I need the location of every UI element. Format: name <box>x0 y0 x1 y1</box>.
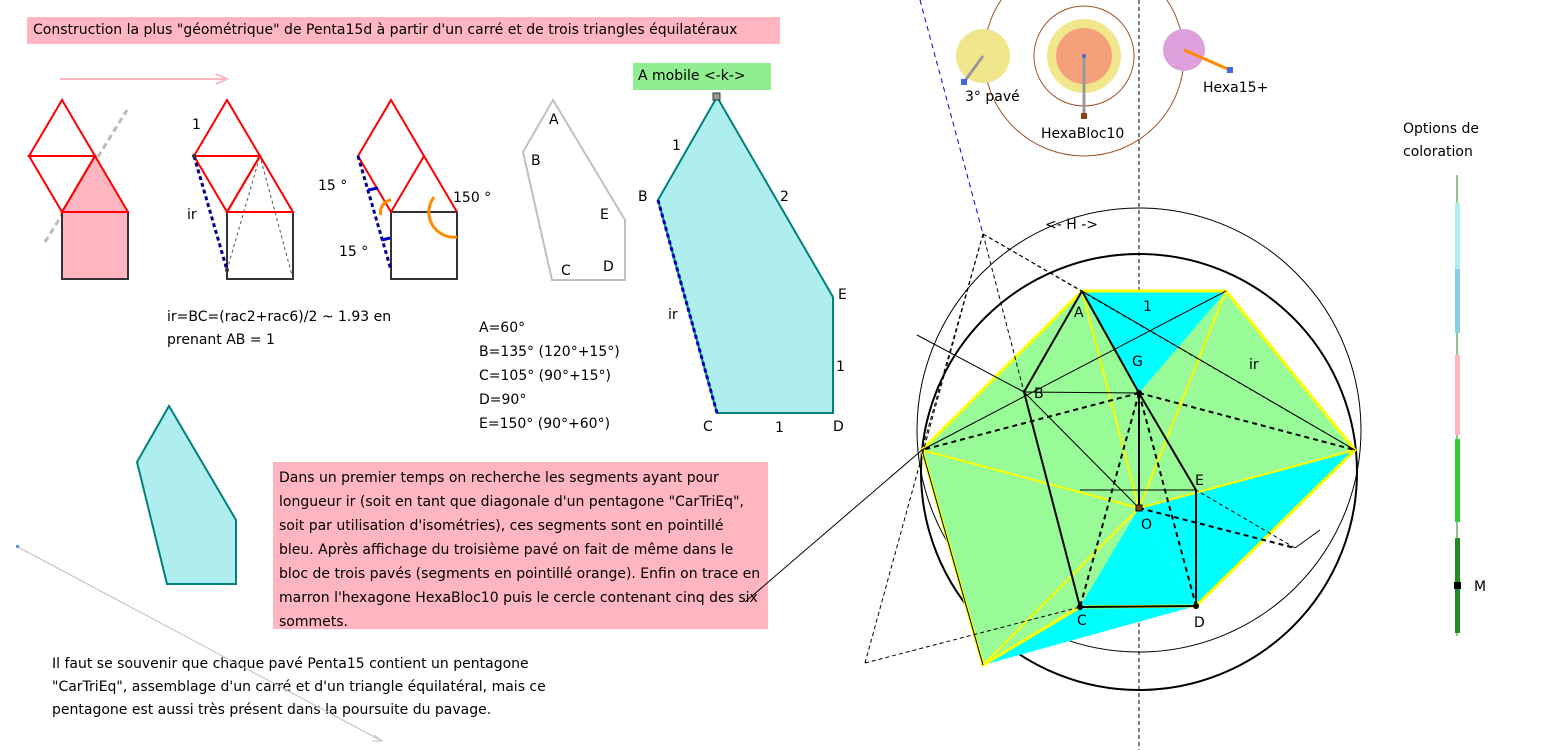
label-150deg: 150 ° <box>453 190 491 206</box>
label-c-main: C <box>1077 613 1087 629</box>
label-m: M <box>1474 579 1486 595</box>
formula-line1: ir=BC=(rac2+rac6)/2 ~ 1.93 en <box>167 309 392 325</box>
pentagon-shape-icon <box>521 98 626 281</box>
label-one-main: 1 <box>1143 299 1152 315</box>
label-c-small: C <box>561 263 571 279</box>
angle-d: D=90° <box>479 392 527 408</box>
guide-line <box>17 546 383 742</box>
label-hexabloc: HexaBloc10 <box>1041 126 1124 142</box>
label-e-big: E <box>838 287 847 303</box>
label-15deg-top: 15 ° <box>318 178 347 194</box>
top-sliders[interactable] <box>956 0 1233 750</box>
label-one: 1 <box>192 117 201 133</box>
tiling-figure <box>744 0 1362 691</box>
label-o-main: O <box>1141 517 1152 533</box>
label-e-main: E <box>1195 473 1204 489</box>
label-ir-main: ir <box>1249 357 1259 373</box>
cyan-pentagon[interactable] <box>656 92 834 414</box>
formula-line2: prenant AB = 1 <box>167 332 275 348</box>
options-label-2: coloration <box>1403 144 1473 160</box>
angle-c: C=105° (90°+15°) <box>479 368 611 384</box>
angles-list: A=60° B=135° (120°+15°) C=105° (90°+15°)… <box>479 316 620 436</box>
slider-point-icon[interactable] <box>1454 582 1461 589</box>
label-b-small: B <box>531 153 541 169</box>
coloration-slider[interactable] <box>1454 175 1461 636</box>
label-d-big: D <box>833 419 844 435</box>
label-g-main: G <box>1132 354 1143 370</box>
label-15deg-bottom: 15 ° <box>339 244 368 260</box>
angle-e: E=150° (90°+60°) <box>479 416 611 432</box>
slider-point-icon[interactable] <box>712 92 721 101</box>
a-mobile-button[interactable]: A mobile <-k-> <box>633 63 771 90</box>
figure-angles <box>356 98 458 280</box>
label-one-ab: 1 <box>672 138 681 154</box>
label-d-small: D <box>603 259 614 275</box>
label-d-main: D <box>1194 615 1205 631</box>
label-ir-fig2: ir <box>187 207 197 223</box>
arrow-right-icon <box>60 73 230 85</box>
label-two: 2 <box>780 189 789 205</box>
label-c-big: C <box>703 419 713 435</box>
figure-diagonal-ir <box>192 98 295 280</box>
label-hexa15: Hexa15+ <box>1203 80 1268 96</box>
title-banner: Construction la plus "géométrique" de Pe… <box>27 17 780 44</box>
label-one-cd: 1 <box>775 420 784 436</box>
label-one-de: 1 <box>836 359 845 375</box>
angle-a: A=60° <box>479 320 526 336</box>
label-ir-big: ir <box>668 307 678 323</box>
label-e-small: E <box>600 207 609 223</box>
label-b-big: B <box>638 189 648 205</box>
note-text: Il faut se souvenir que chaque pavé Pent… <box>52 656 546 718</box>
cyan-pentagon-small <box>135 404 237 585</box>
explanation-box: Dans un premier temps on recherche les s… <box>273 462 768 630</box>
label-a-small: A <box>549 112 559 128</box>
figure-square-triangles <box>27 98 130 280</box>
label-pave3: 3° pavé <box>965 89 1020 105</box>
label-a-main: A <box>1074 305 1084 321</box>
formula-text: ir=BC=(rac2+rac6)/2 ~ 1.93 en prenant AB… <box>167 306 391 352</box>
h-slider-label[interactable]: <- H -> <box>1045 217 1098 233</box>
label-b-main: B <box>1034 386 1044 402</box>
angle-b: B=135° (120°+15°) <box>479 344 620 360</box>
options-label-1: Options de <box>1403 121 1479 137</box>
